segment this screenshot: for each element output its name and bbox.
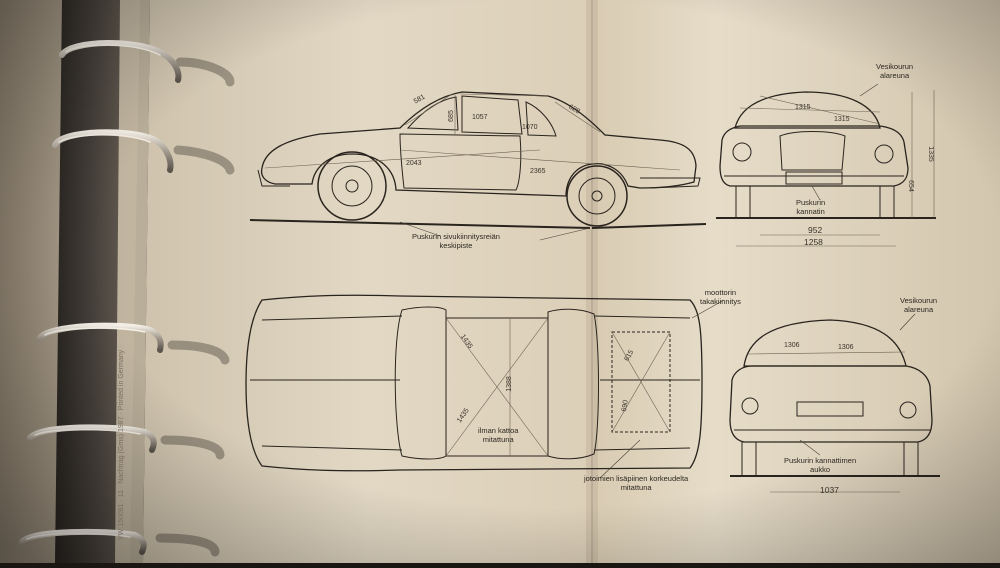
engine-rear-mount-label: moottorin takakiinnitys (700, 288, 741, 306)
dim-side-door: 1070 (522, 124, 538, 131)
spine-print-text: VW 150081 · 11 · Nachtrag (Gms) 1987 · P… (118, 349, 125, 540)
dim-front-height: 1335 (926, 146, 934, 162)
dim-front-bumper-height: 654 (906, 180, 914, 192)
dim-front-width-a: 1315 (795, 104, 811, 111)
front-gutter-label: Vesikourun alareuna (876, 62, 914, 80)
dim-front-track-outer: 1258 (804, 237, 823, 247)
rear-gutter-label: Vesikourun alareuna (900, 296, 938, 314)
front-bumper-bracket-label: Puskurin kannatin (796, 198, 826, 216)
dim-rear-track: 1037 (820, 485, 839, 495)
dim-rear-width-a: 1306 (784, 342, 800, 349)
dim-rear-width-b: 1306 (838, 344, 854, 351)
dim-side-diag-rear: 2365 (530, 168, 546, 175)
rear-bumper-bracket-hole-label: Puskurin kannattimen aukko (784, 456, 857, 474)
dim-side-roof-diag: 1057 (472, 114, 488, 121)
dim-side-roof-vertical: 685 (447, 110, 455, 122)
dim-side-diag-front: 2043 (406, 160, 422, 167)
dim-front-width-b: 1315 (834, 116, 850, 123)
side-bumper-mount-label: Puskurin sivukiinnitysreiän keskipiste (412, 232, 500, 250)
dim-front-track-inner: 952 (808, 225, 823, 235)
dim-top-center: 1388 (505, 376, 513, 392)
roof-measured-label: ilman kattoa mitattuna (478, 426, 519, 444)
rocker-measured-label: jotoimien lisäpiinen korkeudelta mitattu… (584, 474, 689, 492)
